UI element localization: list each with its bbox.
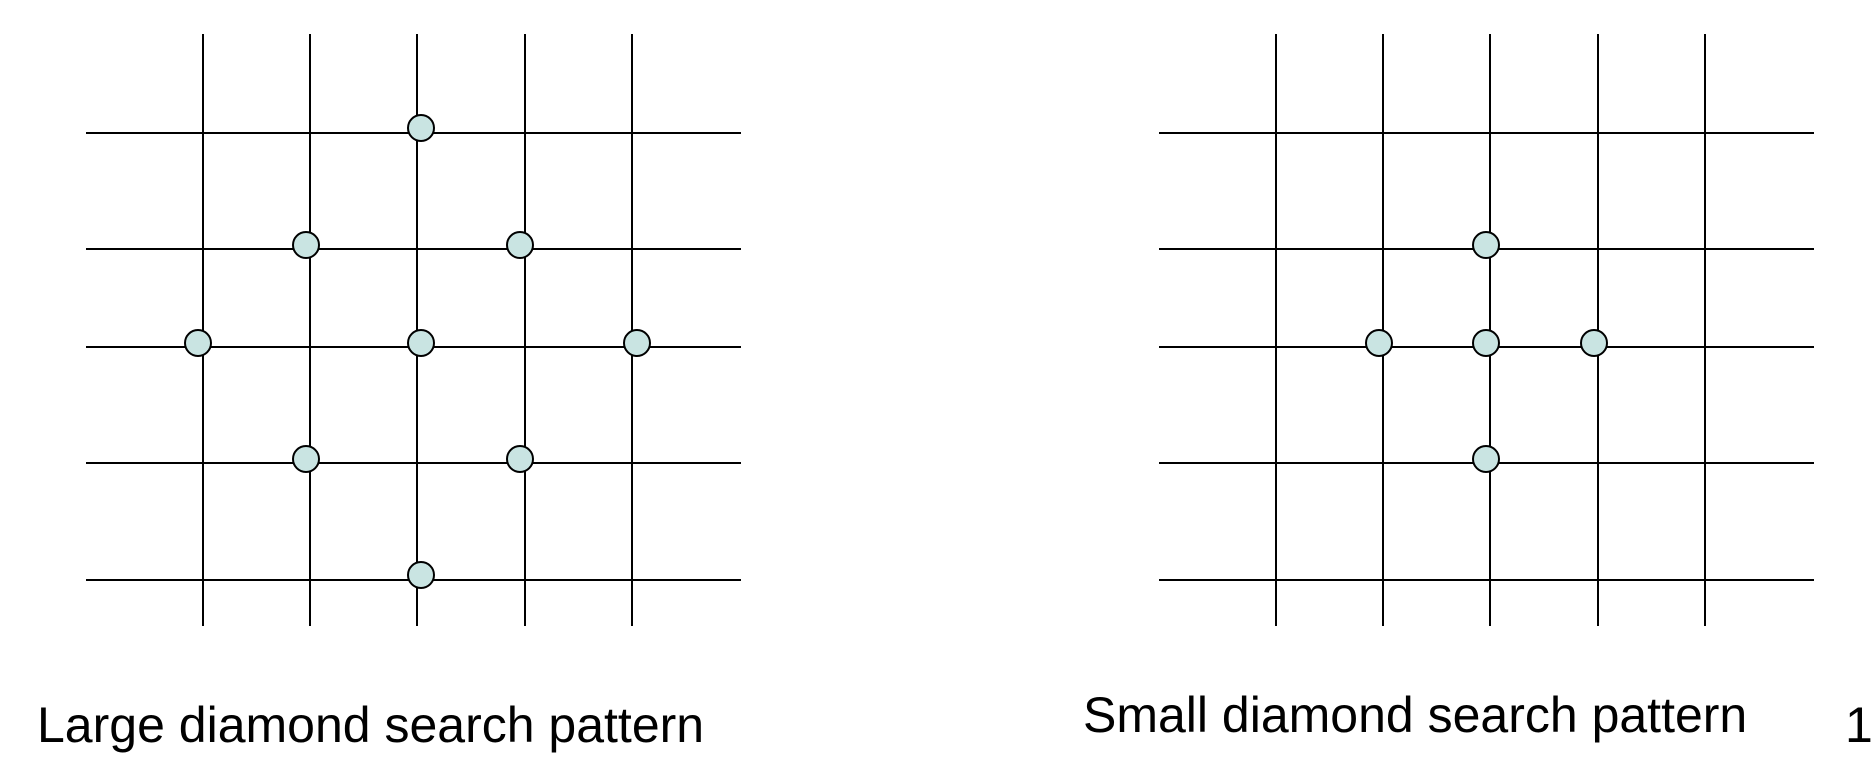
large-search-point-2	[292, 231, 320, 259]
large-search-point-3	[506, 231, 534, 259]
page-number: 1	[1845, 697, 1873, 753]
large-search-point-7	[292, 445, 320, 473]
small-search-point-3	[1472, 329, 1500, 357]
small-diamond-grid	[1159, 34, 1814, 626]
large-search-point-4	[184, 329, 212, 357]
small-diamond-points	[1365, 231, 1608, 473]
small-diamond-panel	[1159, 34, 1814, 626]
large-search-point-5	[407, 329, 435, 357]
large-search-point-1	[407, 114, 435, 142]
small-search-point-2	[1365, 329, 1393, 357]
large-search-point-6	[623, 329, 651, 357]
large-search-point-9	[407, 561, 435, 589]
large-diamond-points	[184, 114, 651, 589]
large-search-point-8	[506, 445, 534, 473]
large-diamond-panel	[86, 34, 741, 626]
small-diamond-caption: Small diamond search pattern	[1083, 687, 1748, 743]
large-diamond-caption: Large diamond search pattern	[37, 697, 705, 753]
small-search-point-4	[1580, 329, 1608, 357]
small-search-point-5	[1472, 445, 1500, 473]
small-search-point-1	[1472, 231, 1500, 259]
